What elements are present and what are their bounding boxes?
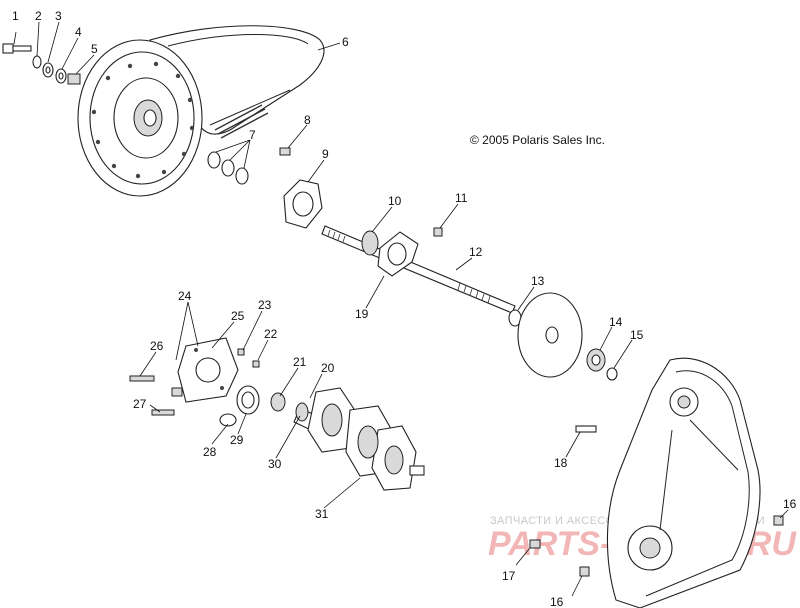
callout-2: 2 (35, 9, 42, 23)
callout-3: 3 (55, 9, 62, 23)
driveshaft-part-12 (321, 225, 516, 314)
washer-part-2 (32, 55, 42, 69)
bolt-part-17 (529, 539, 541, 549)
callout-27: 27 (133, 397, 147, 411)
callout-8: 8 (304, 113, 311, 127)
washer-part-3 (42, 62, 54, 78)
callout-21: 21 (293, 355, 307, 369)
bolt-part-1 (2, 43, 32, 54)
callout-26: 26 (150, 339, 164, 353)
clutch-sheave-part-6 (77, 25, 325, 197)
callout-1: 1 (12, 9, 19, 23)
bearing-housing-part-25 (177, 337, 239, 403)
nut-part-16-bottom (579, 566, 590, 577)
bearing-part-21 (270, 392, 286, 412)
snap-ring-part-15 (606, 367, 618, 381)
bolts-part-26-27 (129, 375, 183, 416)
chaincase-cover (606, 357, 761, 608)
callout-23: 23 (258, 298, 272, 312)
nut-part-16-top (773, 515, 784, 526)
gasket-part-29 (236, 385, 260, 415)
callout-25: 25 (231, 309, 245, 323)
leader-lines (13, 21, 789, 597)
callout-12: 12 (469, 245, 483, 259)
washer-part-4 (55, 68, 67, 84)
callout-9: 9 (322, 147, 329, 161)
callout-13: 13 (531, 274, 545, 288)
callout-6: 6 (342, 35, 349, 49)
bolt-part-8 (279, 147, 291, 156)
callout-19: 19 (355, 307, 369, 321)
brake-disc (517, 292, 583, 378)
nut-part-11 (433, 227, 443, 237)
callout-24: 24 (178, 289, 192, 303)
callout-7: 7 (249, 128, 256, 142)
callout-labels: 1 2 3 4 5 6 7 8 9 10 11 12 13 14 15 16 1… (12, 9, 797, 608)
callout-16-bottom: 16 (550, 595, 564, 608)
washers-part-7 (207, 151, 249, 185)
bearing-flange-part-9 (283, 179, 323, 229)
callout-4: 4 (75, 25, 82, 39)
callout-29: 29 (230, 433, 244, 447)
callout-10: 10 (388, 194, 402, 208)
copyright-notice: © 2005 Polaris Sales Inc. (470, 133, 605, 147)
callout-14: 14 (609, 315, 623, 329)
drive-sprocket-shaft-part-31 (293, 387, 425, 491)
callout-18: 18 (554, 456, 568, 470)
callout-20: 20 (321, 361, 335, 375)
callout-31: 31 (315, 507, 329, 521)
callout-22: 22 (264, 327, 278, 341)
snap-ring-part-28 (219, 413, 237, 427)
callout-16-top: 16 (783, 497, 797, 511)
bearing-part-14 (586, 348, 606, 372)
callout-5: 5 (91, 42, 98, 56)
spacer-part-5 (67, 73, 81, 85)
callout-15: 15 (630, 328, 644, 342)
callout-30: 30 (268, 457, 282, 471)
callout-17: 17 (502, 569, 516, 583)
callout-11: 11 (455, 191, 468, 205)
callout-28: 28 (203, 445, 217, 459)
bolt-part-18 (575, 425, 597, 433)
pins-part-22-23 (237, 348, 260, 368)
